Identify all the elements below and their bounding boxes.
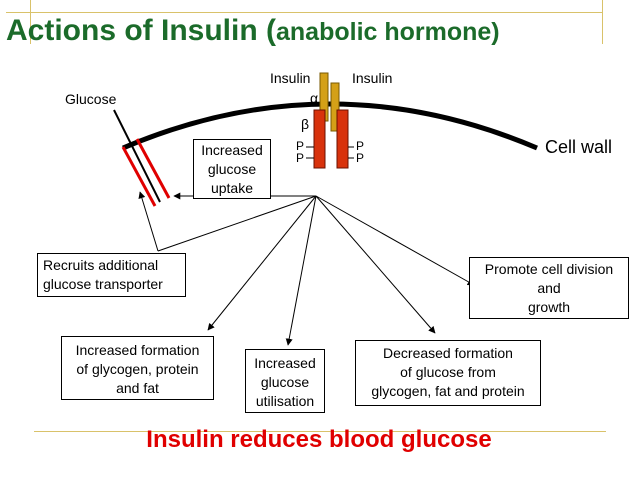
line-to-transporter-box	[157, 195, 317, 252]
cell-wall-curve	[122, 101, 538, 151]
box-line: glycogen, fat and protein	[371, 383, 525, 399]
arrow-to-formation	[207, 195, 317, 331]
box-line: Decreased formation	[383, 345, 513, 361]
phosphate-label: P	[356, 151, 365, 165]
arrow-to-division	[315, 195, 475, 286]
recruits-glucose-transporter-box: Recruits additional glucose transporter	[37, 253, 186, 297]
alpha-label: α	[310, 90, 319, 106]
box-line: uptake	[210, 180, 254, 196]
beta-label: β	[301, 116, 310, 132]
arrow-to-decreased	[315, 195, 436, 334]
bottom-rule	[34, 431, 606, 432]
box-line: Increased formation	[75, 342, 200, 358]
box-line: of glucose from	[400, 364, 496, 380]
top-rule	[6, 12, 602, 13]
box-line: Increased	[254, 355, 316, 371]
alpha-subunit-right	[330, 82, 340, 132]
top-left-vertical-rule	[30, 0, 31, 44]
increased-formation-box: Increased formation of glycogen, protein…	[61, 336, 214, 400]
beta-subunit-left	[313, 109, 326, 169]
box-line: Recruits additional	[43, 257, 159, 273]
box-line: utilisation	[255, 393, 315, 409]
box-line: Increased	[201, 142, 263, 158]
increased-glucose-utilisation-box: Increased glucose utilisation	[245, 349, 325, 413]
title-sub: anabolic hormone)	[276, 18, 500, 46]
increased-glucose-uptake-box: Increased glucose uptake	[193, 139, 271, 199]
arrow-to-transporter	[138, 191, 159, 252]
phosphate-label: P	[356, 139, 365, 153]
decreased-glucose-formation-box: Decreased formation of glucose from glyc…	[355, 340, 541, 406]
top-right-vertical-rule	[602, 0, 603, 44]
insulin-label-left: Insulin	[270, 70, 311, 86]
glucose-transporter-bar-right	[135, 138, 171, 199]
box-line: glucose	[207, 161, 257, 177]
box-line: Promote cell division	[484, 261, 614, 277]
conclusion-text: Insulin reduces blood glucose	[146, 426, 492, 453]
box-line: and	[537, 280, 561, 296]
box-line: growth	[527, 299, 571, 315]
glucose-transporter-bar-left	[121, 146, 157, 207]
glucose-label: Glucose	[65, 91, 117, 107]
page-title: Actions of Insulin (anabolic hormone)	[6, 14, 500, 48]
promote-cell-division-box: Promote cell division and growth	[469, 257, 629, 319]
phosphate-label: P	[296, 139, 305, 153]
box-line: and fat	[116, 380, 159, 396]
phosphate-label: P	[296, 151, 305, 165]
box-line: glucose transporter	[43, 276, 163, 292]
box-line: glucose	[260, 374, 310, 390]
beta-subunit-right	[336, 109, 349, 169]
arrow-to-utilisation	[285, 195, 317, 346]
glucose-entry-line	[113, 109, 161, 203]
insulin-label-right: Insulin	[352, 70, 393, 86]
cell-wall-label: Cell wall	[545, 137, 613, 157]
title-main: Actions of Insulin (	[6, 14, 276, 47]
box-line: of glycogen, protein	[76, 361, 199, 377]
